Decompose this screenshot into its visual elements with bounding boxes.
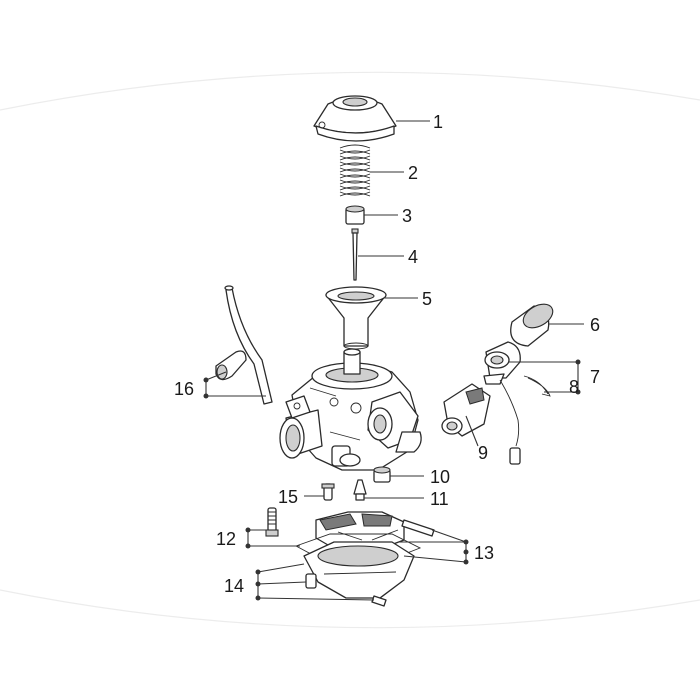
callout-4: 4 [408, 247, 418, 267]
part-float-needle [353, 479, 367, 501]
callout-16: 16 [174, 379, 194, 399]
callout-15: 15 [278, 487, 298, 507]
callout-labels: 1 2 3 4 5 6 7 8 9 10 11 12 13 14 15 16 [174, 112, 600, 596]
callout-5: 5 [422, 289, 432, 309]
callout-8: 8 [569, 377, 579, 397]
part-idle-jet [265, 507, 279, 537]
part-main-jet [321, 483, 335, 501]
background-guide [0, 71, 700, 111]
callout-13: 13 [474, 543, 494, 563]
callout-6: 6 [590, 315, 600, 335]
callout-12: 12 [216, 529, 236, 549]
part-top-cover [313, 95, 397, 142]
part-piston [325, 286, 387, 350]
callout-1: 1 [433, 112, 443, 132]
background-guide [0, 589, 700, 629]
part-clip [523, 375, 551, 397]
callout-9: 9 [478, 443, 488, 463]
callout-14: 14 [224, 576, 244, 596]
part-nut [373, 466, 391, 483]
part-fuel-hose [215, 285, 273, 405]
callout-11: 11 [430, 489, 449, 509]
part-jet-needle [351, 228, 359, 281]
callout-2: 2 [408, 163, 418, 183]
part-carburetor-body [279, 348, 422, 471]
part-float-bowl [303, 541, 415, 607]
part-rubber-sleeve [510, 303, 554, 347]
callout-3: 3 [402, 206, 412, 226]
part-throttle-housing [441, 383, 491, 437]
bracket-dots [203, 359, 581, 601]
part-choke-assembly [483, 341, 521, 465]
leader-lines [205, 120, 584, 601]
part-spring [339, 144, 371, 197]
callout-10: 10 [430, 467, 450, 487]
part-needle-retainer [345, 205, 365, 225]
callout-7: 7 [590, 367, 600, 387]
